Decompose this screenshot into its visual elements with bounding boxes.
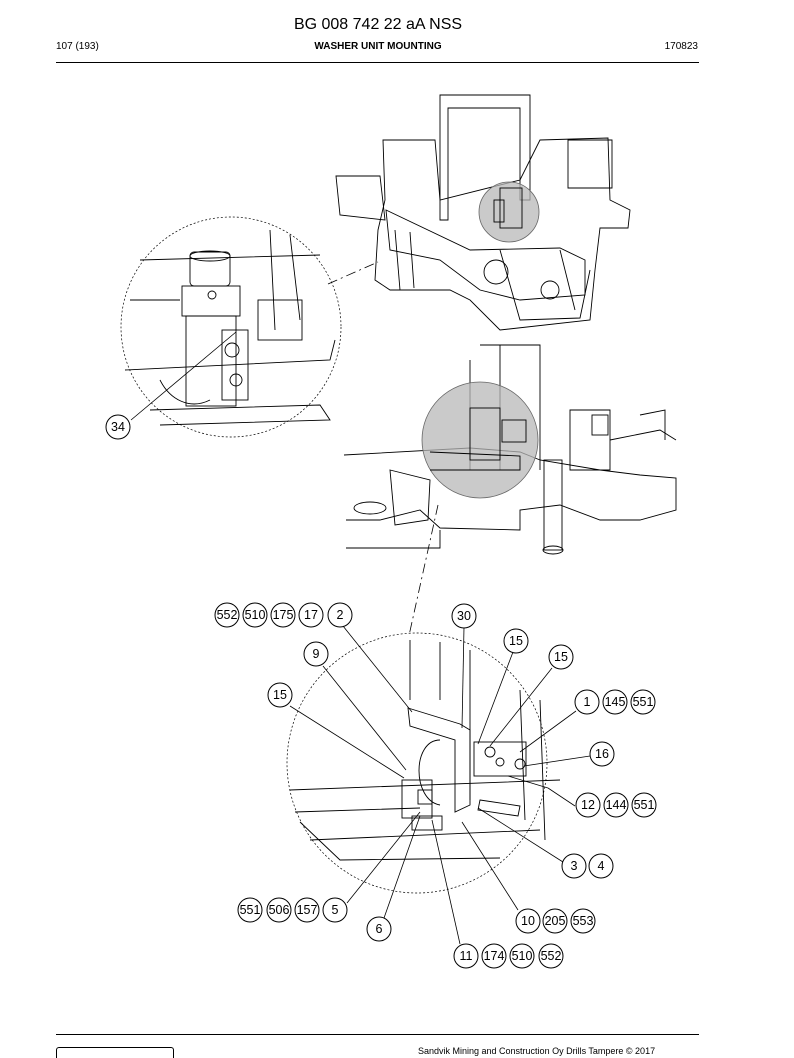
detail-34-drawing — [124, 229, 336, 426]
svg-text:144: 144 — [606, 798, 627, 812]
washer-unit-side — [429, 407, 527, 471]
callout-144: 144 — [603, 792, 629, 818]
callout-17: 17 — [298, 602, 324, 628]
page-number: 107 (193) — [56, 41, 99, 52]
svg-text:553: 553 — [573, 914, 594, 928]
callout-1: 1 — [574, 689, 600, 715]
callout-157: 157 — [294, 897, 320, 923]
svg-text:510: 510 — [512, 949, 533, 963]
callout-3: 3 — [561, 853, 587, 879]
svg-text:552: 552 — [217, 608, 238, 622]
callout-15: 15 — [267, 682, 293, 708]
svg-text:551: 551 — [240, 903, 261, 917]
svg-text:4: 4 — [598, 859, 605, 873]
svg-text:175: 175 — [273, 608, 294, 622]
callout-16: 16 — [589, 741, 615, 767]
svg-text:15: 15 — [509, 634, 523, 648]
svg-text:510: 510 — [245, 608, 266, 622]
document-number: BG 008 742 22 aA NSS — [293, 16, 463, 33]
callout-205: 205 — [542, 908, 568, 934]
callout-15: 15 — [503, 628, 529, 654]
svg-text:34: 34 — [111, 420, 125, 434]
footer-copyright: Sandvik Mining and Construction Oy Drill… — [418, 1046, 656, 1056]
svg-text:30: 30 — [457, 609, 471, 623]
svg-text:2: 2 — [337, 608, 344, 622]
callout-506: 506 — [266, 897, 292, 923]
svg-text:10: 10 — [521, 914, 535, 928]
svg-text:205: 205 — [545, 914, 566, 928]
svg-text:11: 11 — [460, 949, 473, 963]
callout-552: 552 — [538, 943, 564, 969]
svg-text:15: 15 — [273, 688, 287, 702]
callout-30: 30 — [451, 603, 477, 629]
callout-551: 551 — [631, 792, 657, 818]
page-title: WASHER UNIT MOUNTING — [314, 41, 442, 52]
highlight-area-top — [478, 181, 540, 243]
svg-text:17: 17 — [304, 608, 318, 622]
highlight-area-side — [421, 381, 539, 499]
callout-4: 4 — [588, 853, 614, 879]
callout-510: 510 — [509, 943, 535, 969]
svg-text:1: 1 — [584, 695, 591, 709]
svg-text:551: 551 — [634, 798, 655, 812]
callout-2: 2 — [327, 602, 353, 628]
leader-lines — [130, 331, 591, 945]
callout-510: 510 — [242, 602, 268, 628]
svg-text:6: 6 — [376, 922, 383, 936]
machine-overview-drawing — [335, 94, 631, 331]
callout-34: 34 — [105, 414, 131, 440]
svg-text:15: 15 — [554, 650, 568, 664]
callout-553: 553 — [570, 908, 596, 934]
callout-174: 174 — [481, 943, 507, 969]
callout-175: 175 — [270, 602, 296, 628]
footer-rule — [56, 1034, 699, 1035]
main-detail-drawing — [289, 640, 561, 861]
callout-552: 552 — [214, 602, 240, 628]
detail-view-main — [286, 632, 548, 894]
header-rule — [56, 62, 699, 63]
svg-text:506: 506 — [269, 903, 290, 917]
svg-text:552: 552 — [541, 949, 562, 963]
svg-text:9: 9 — [313, 647, 320, 661]
svg-text:12: 12 — [581, 798, 595, 812]
svg-text:145: 145 — [605, 695, 626, 709]
callout-551: 551 — [237, 897, 263, 923]
svg-text:174: 174 — [484, 949, 505, 963]
callout-12: 12 — [575, 792, 601, 818]
svg-text:157: 157 — [297, 903, 318, 917]
date-code: 170823 — [664, 41, 698, 52]
callout-15: 15 — [548, 644, 574, 670]
washer-unit-top — [493, 187, 523, 229]
detail-view-34 — [120, 216, 342, 438]
detail-34-leader-dash — [327, 261, 379, 285]
callout-551: 551 — [630, 689, 656, 715]
svg-text:3: 3 — [571, 859, 578, 873]
callout-10: 10 — [515, 908, 541, 934]
callout-11: 11 — [453, 943, 479, 969]
svg-text:16: 16 — [595, 747, 609, 761]
callout-145: 145 — [602, 689, 628, 715]
detail-leader-dash — [407, 504, 439, 641]
callout-5: 5 — [322, 897, 348, 923]
svg-text:551: 551 — [633, 695, 654, 709]
svg-text:5: 5 — [332, 903, 339, 917]
callout-9: 9 — [303, 641, 329, 667]
callout-6: 6 — [366, 916, 392, 942]
